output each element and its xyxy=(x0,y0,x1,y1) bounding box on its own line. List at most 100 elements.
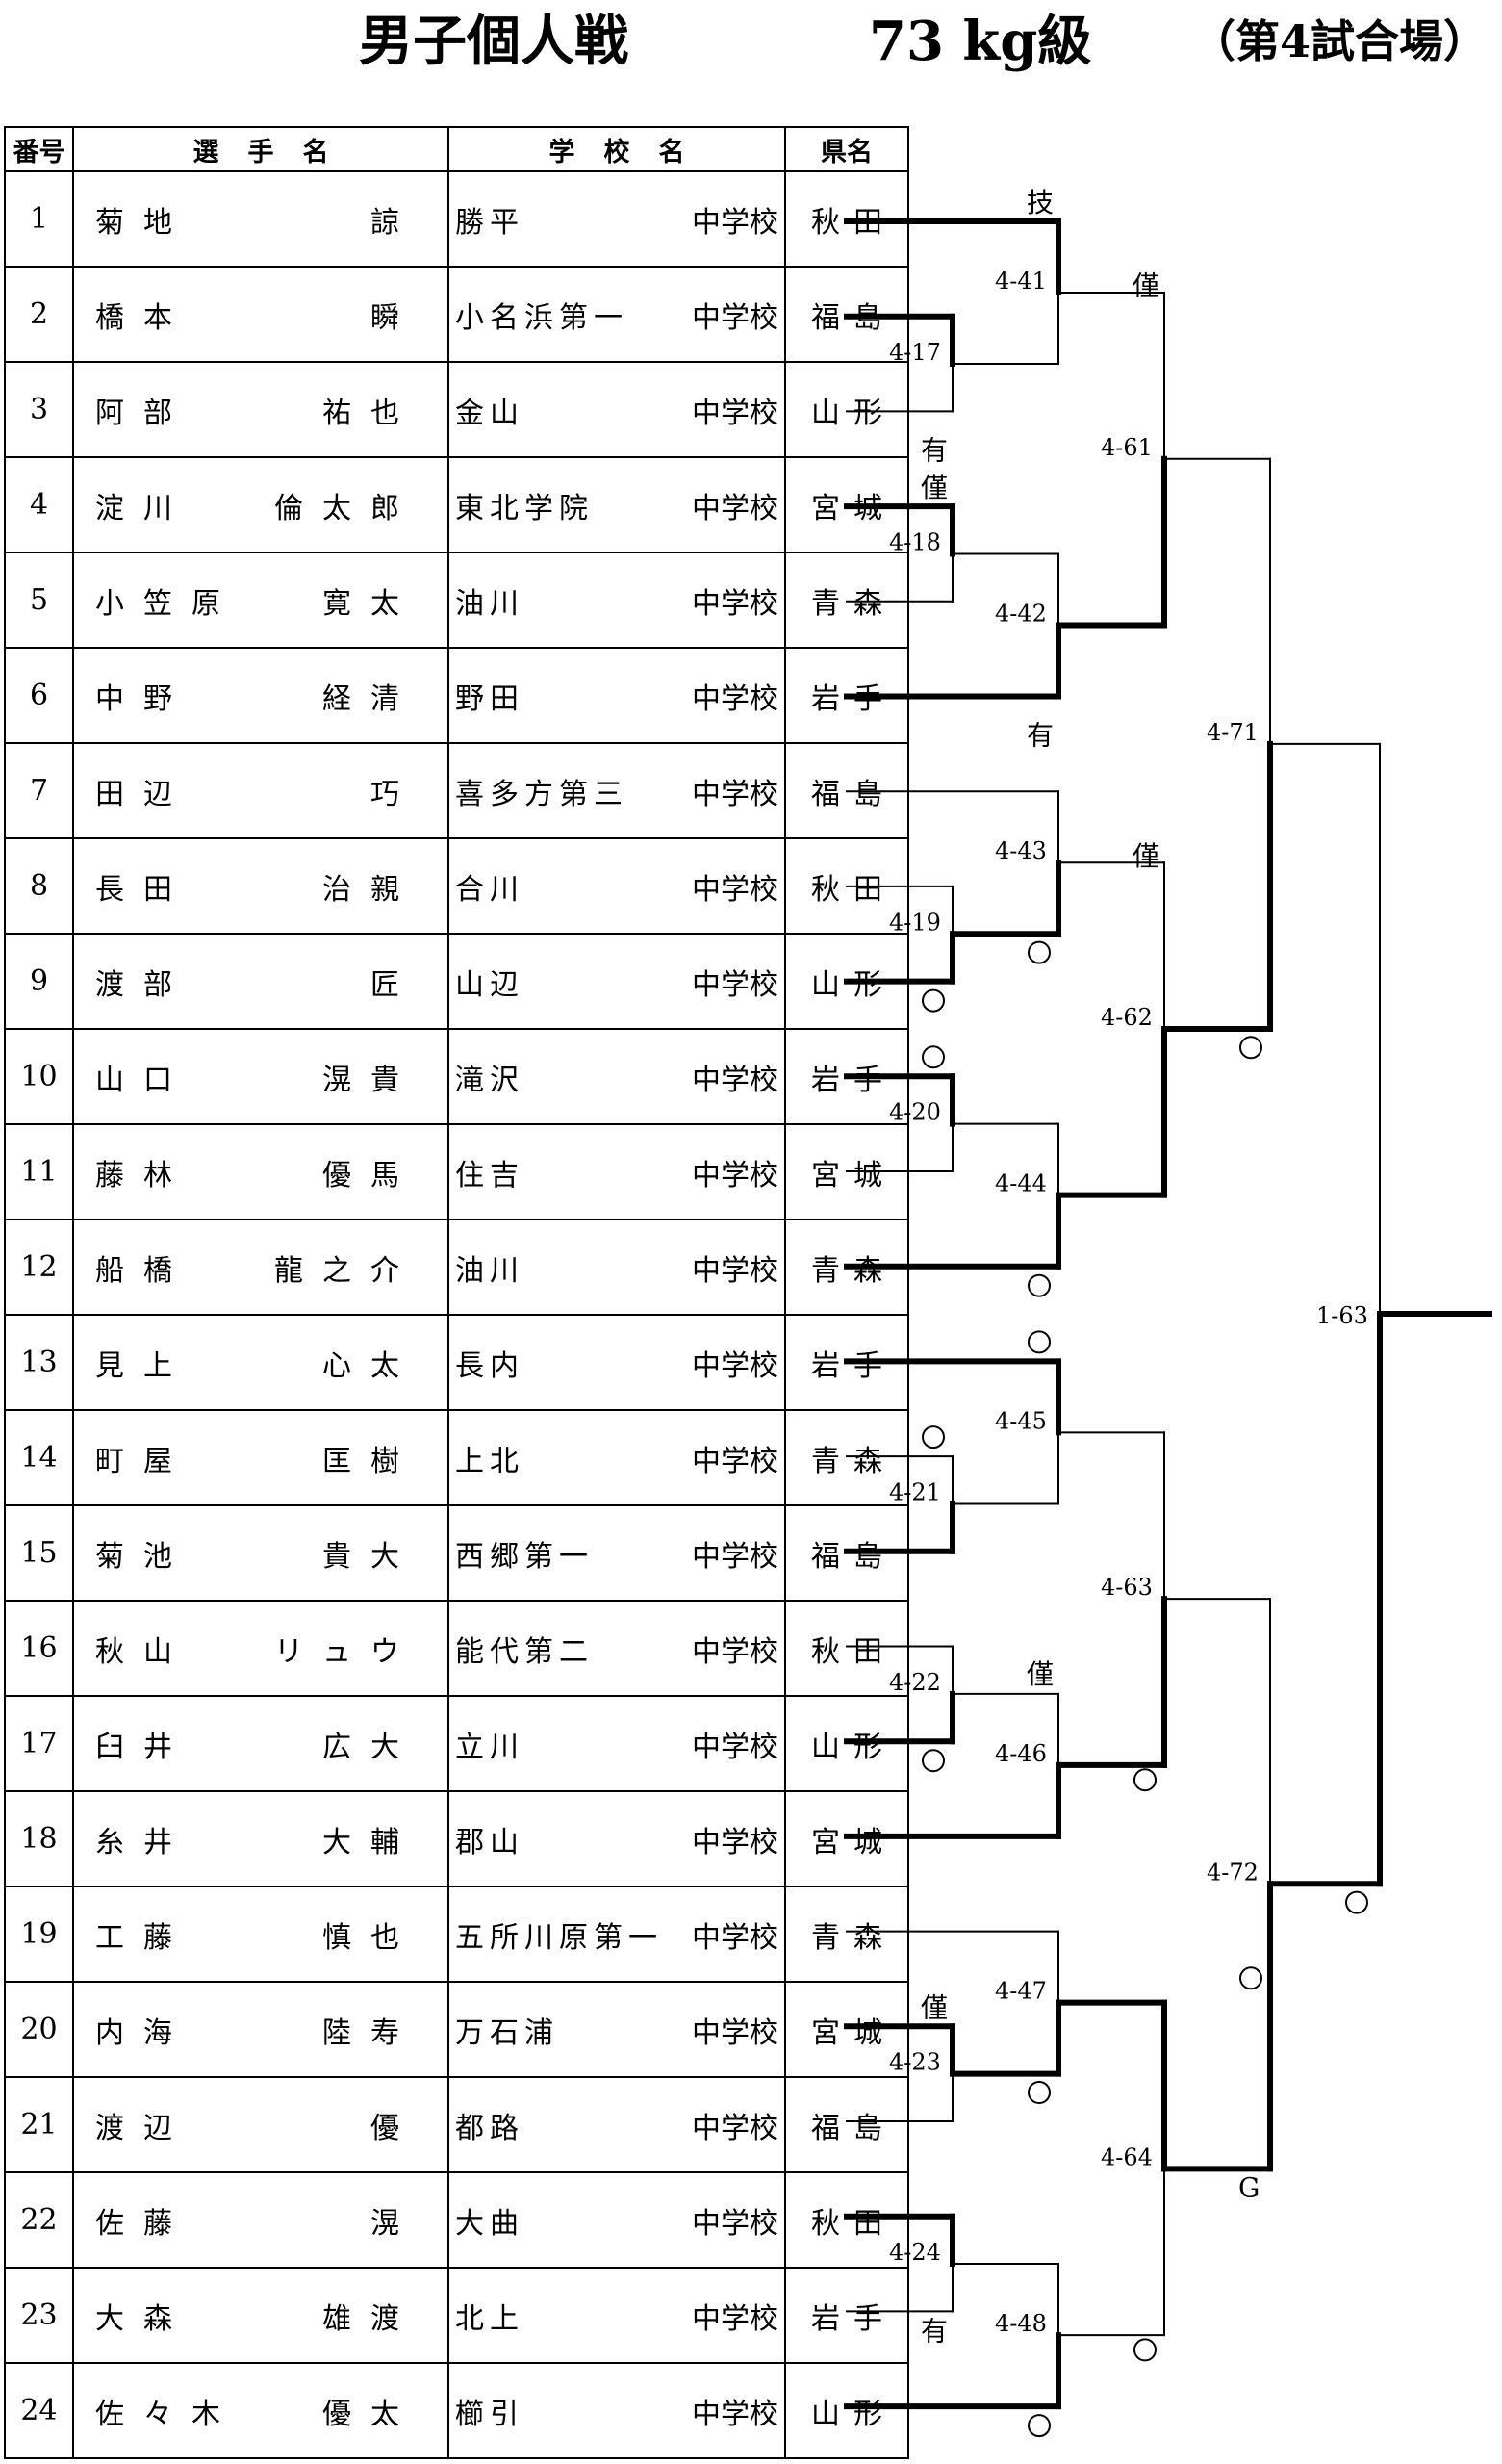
school-name: 合川 xyxy=(455,872,524,907)
result-mark: 僅 xyxy=(921,1991,948,2023)
header-school-name: 学校名 xyxy=(447,126,786,172)
school-suffix: 中学校 xyxy=(692,491,778,526)
school-suffix: 中学校 xyxy=(692,681,778,716)
header-prefecture: 県名 xyxy=(784,126,909,172)
player-given-name: 雄渡 xyxy=(322,2301,419,2336)
player-family-name: 淀川 xyxy=(95,491,191,526)
player-name-cell: 秋山 リュウ xyxy=(72,1600,449,1697)
player-number: 2 xyxy=(4,266,74,363)
prefecture: 福島 xyxy=(811,777,896,811)
player-name-cell: 渡部匠 xyxy=(72,933,449,1030)
prefecture-cell: 青森 xyxy=(784,1886,909,1983)
prefecture: 岩手 xyxy=(811,1348,896,1383)
player-given-name: リュウ xyxy=(274,1634,419,1669)
school-name: 能代第二 xyxy=(455,1634,594,1669)
player-family-name: 大森 xyxy=(95,2301,191,2336)
school-cell: 能代第二中学校 xyxy=(447,1600,786,1697)
school-cell: 上北中学校 xyxy=(447,1409,786,1506)
school-cell: 五所川原第一中学校 xyxy=(447,1886,786,1983)
player-name-cell: 田辺巧 xyxy=(72,742,449,839)
match-label: 4-45 xyxy=(995,1407,1047,1434)
player-name-cell: 長田治親 xyxy=(72,837,449,935)
result-mark-win xyxy=(1345,1890,1368,1914)
prefecture: 青森 xyxy=(811,586,896,621)
match-label: 4-24 xyxy=(889,2239,941,2266)
prefecture: 山形 xyxy=(811,2397,896,2431)
player-name-cell: 町屋匡樹 xyxy=(72,1409,449,1506)
school-cell: 小名浜第一中学校 xyxy=(447,266,786,363)
school-suffix: 中学校 xyxy=(692,1348,778,1383)
school-cell: 郡山中学校 xyxy=(447,1790,786,1887)
school-name: 金山 xyxy=(455,396,524,430)
school-suffix: 中学校 xyxy=(692,1539,778,1574)
school-name: 山辺 xyxy=(455,967,524,1002)
result-mark-win xyxy=(1239,1966,1262,1990)
player-number: 13 xyxy=(4,1314,74,1411)
player-family-name: 菊地 xyxy=(95,205,191,240)
school-cell: 滝沢中学校 xyxy=(447,1028,786,1125)
school-name: 櫛引 xyxy=(455,2397,524,2431)
player-given-name: 陸寿 xyxy=(322,2015,419,2050)
player-name-cell: 山口滉貴 xyxy=(72,1028,449,1125)
school-suffix: 中学校 xyxy=(692,2301,778,2336)
school-cell: 山辺中学校 xyxy=(447,933,786,1030)
match-label: 4-42 xyxy=(995,600,1047,627)
school-name: 油川 xyxy=(455,586,524,621)
header-number: 番号 xyxy=(4,126,74,172)
result-mark-win xyxy=(1028,1273,1051,1297)
player-given-name: 優馬 xyxy=(322,1158,419,1193)
player-name-cell: 渡辺優 xyxy=(72,2076,449,2173)
match-label: 4-22 xyxy=(889,1669,941,1696)
school-name: 油川 xyxy=(455,1253,524,1288)
player-name-cell: 中野経清 xyxy=(72,647,449,744)
player-name-cell: 藤林優馬 xyxy=(72,1123,449,1220)
player-name-cell: 工藤慎也 xyxy=(72,1886,449,1983)
school-suffix: 中学校 xyxy=(692,1253,778,1288)
match-label: 4-43 xyxy=(995,837,1047,864)
school-cell: 喜多方第三中学校 xyxy=(447,742,786,839)
match-label-final: 1-63 xyxy=(1316,1302,1368,1329)
player-name-cell: 阿部祐也 xyxy=(72,361,449,458)
result-mark-win xyxy=(1028,2414,1051,2438)
player-given-name: 諒 xyxy=(370,205,419,240)
school-cell: 野田中学校 xyxy=(447,647,786,744)
player-name-cell: 橋本瞬 xyxy=(72,266,449,363)
school-name: 万石浦 xyxy=(455,2015,559,2050)
school-suffix: 中学校 xyxy=(692,2397,778,2431)
player-number: 11 xyxy=(4,1123,74,1220)
player-family-name: 渡部 xyxy=(95,967,191,1002)
prefecture: 青森 xyxy=(811,1444,896,1478)
player-family-name: 長田 xyxy=(95,872,191,907)
school-cell: 勝平中学校 xyxy=(447,170,786,268)
player-name-cell: 大森 雄渡 xyxy=(72,2267,449,2364)
school-name: 郡山 xyxy=(455,1825,524,1860)
player-family-name: 臼井 xyxy=(95,1730,191,1764)
player-number: 23 xyxy=(4,2267,74,2364)
match-label: 4-61 xyxy=(1101,434,1153,461)
player-number: 7 xyxy=(4,742,74,839)
school-name: 都路 xyxy=(455,2111,524,2145)
player-family-name: 秋山 xyxy=(95,1634,191,1669)
school-suffix: 中学校 xyxy=(692,2206,778,2241)
player-number: 24 xyxy=(4,2362,74,2459)
result-mark: 有 xyxy=(921,434,948,466)
result-mark: 有 xyxy=(921,2315,948,2347)
school-suffix: 中学校 xyxy=(692,1730,778,1764)
player-number: 4 xyxy=(4,456,74,553)
player-number: 18 xyxy=(4,1790,74,1887)
player-family-name: 橋本 xyxy=(95,300,191,335)
player-name-cell: 臼井広大 xyxy=(72,1695,449,1792)
match-label: 4-17 xyxy=(889,339,941,366)
school-suffix: 中学校 xyxy=(692,777,778,811)
result-mark-win xyxy=(1133,1768,1157,1792)
player-name-cell: 菊地 諒 xyxy=(72,170,449,268)
player-number: 17 xyxy=(4,1695,74,1792)
result-mark-win xyxy=(1028,940,1051,964)
school-cell: 長内中学校 xyxy=(447,1314,786,1411)
